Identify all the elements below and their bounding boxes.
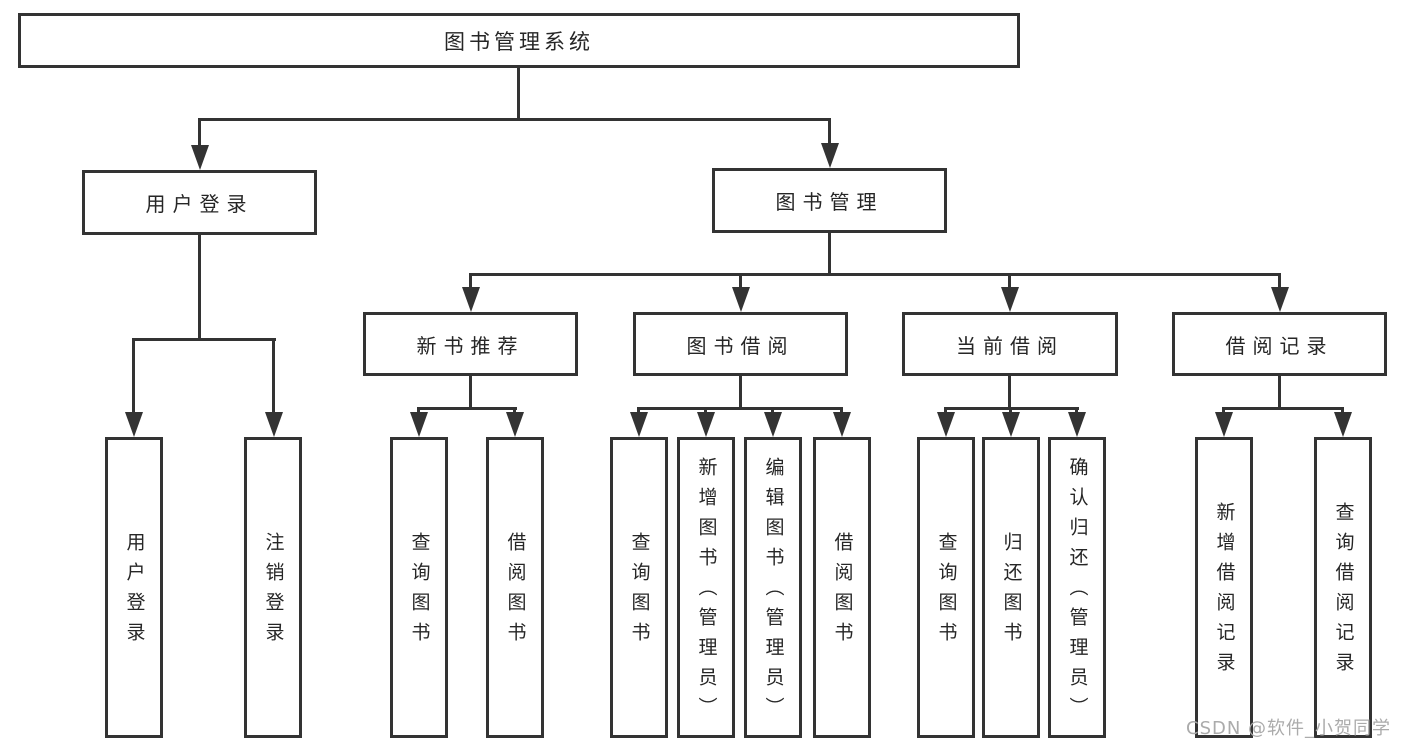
node-root: 图书管理系统	[18, 13, 1020, 68]
connector-line	[840, 407, 843, 415]
arrowhead-icon	[409, 412, 428, 437]
arrowhead-icon	[1067, 412, 1086, 437]
connector-line	[739, 273, 742, 289]
watermark: CSDN @软件_小贺同学	[1186, 718, 1392, 739]
leaf-borrow-books: 借阅图书	[813, 437, 871, 738]
connector-line	[944, 407, 947, 415]
connector-line	[1222, 407, 1225, 415]
connector-line	[1278, 376, 1281, 409]
arrowhead-icon	[461, 287, 480, 312]
connector-line	[739, 376, 742, 409]
connector-line	[637, 407, 640, 415]
connector-line	[771, 407, 774, 415]
leaf-label: 编辑图书（管理员）	[762, 456, 785, 727]
connector-line	[1341, 407, 1344, 415]
arrowhead-icon	[696, 412, 715, 437]
arrowhead-icon	[1214, 412, 1233, 437]
connector-line	[704, 407, 707, 415]
leaf-label: 借阅图书	[504, 531, 527, 652]
arrowhead-icon	[124, 412, 143, 437]
connector-line	[469, 376, 472, 409]
leaf-label: 查询图书	[628, 531, 651, 652]
connector-line	[828, 233, 831, 276]
arrowhead-icon	[763, 412, 782, 437]
leaf-user-login: 用户登录	[105, 437, 163, 738]
connector-line	[828, 118, 831, 146]
node-current-borrow: 当前借阅	[902, 312, 1118, 376]
connector-line	[198, 118, 201, 146]
leaf-edit-book-admin: 编辑图书（管理员）	[744, 437, 802, 738]
leaf-logout: 注销登录	[244, 437, 302, 738]
arrowhead-icon	[1001, 412, 1020, 437]
node-book-management: 图书管理	[712, 168, 947, 233]
leaf-label: 用户登录	[123, 531, 146, 652]
connector-line	[272, 338, 275, 412]
arrowhead-icon	[629, 412, 648, 437]
leaf-label: 查询借阅记录	[1332, 501, 1355, 682]
leaf-label: 确认归还（管理员）	[1066, 456, 1089, 727]
connector-line	[1009, 407, 1012, 415]
arrowhead-icon	[1000, 287, 1019, 312]
connector-line	[637, 407, 843, 410]
leaf-add-book-admin: 新增图书（管理员）	[677, 437, 735, 738]
leaf-label: 新增图书（管理员）	[695, 456, 718, 727]
connector-line	[469, 273, 472, 289]
connector-line	[517, 68, 520, 118]
arrowhead-icon	[731, 287, 750, 312]
leaf-return-book: 归还图书	[982, 437, 1040, 738]
connector-line	[198, 235, 201, 338]
arrowhead-icon	[1333, 412, 1352, 437]
connector-line	[132, 338, 276, 341]
connector-line	[417, 407, 420, 415]
arrowhead-icon	[190, 145, 209, 170]
node-book-borrow: 图书借阅	[633, 312, 848, 376]
node-new-book-recommend: 新书推荐	[363, 312, 578, 376]
leaf-label: 借阅图书	[831, 531, 854, 652]
connector-line	[469, 273, 1281, 276]
leaf-label: 注销登录	[262, 531, 285, 652]
connector-line	[1008, 376, 1011, 409]
leaf-label: 新增借阅记录	[1213, 501, 1236, 682]
arrowhead-icon	[264, 412, 283, 437]
connector-line	[417, 407, 517, 410]
arrowhead-icon	[820, 143, 839, 168]
leaf-label: 查询图书	[935, 531, 958, 652]
leaf-query-books-borrow: 查询图书	[610, 437, 668, 738]
connector-line	[1222, 407, 1344, 410]
leaf-query-books-recommend: 查询图书	[390, 437, 448, 738]
node-borrow-records: 借阅记录	[1172, 312, 1387, 376]
connector-line	[513, 407, 516, 415]
leaf-label: 归还图书	[1000, 531, 1023, 652]
leaf-label: 查询图书	[408, 531, 431, 652]
arrowhead-icon	[832, 412, 851, 437]
leaf-borrow-books-recommend: 借阅图书	[486, 437, 544, 738]
leaf-query-books-current: 查询图书	[917, 437, 975, 738]
connector-line	[1075, 407, 1078, 415]
arrowhead-icon	[1270, 287, 1289, 312]
node-user-login: 用户登录	[82, 170, 317, 235]
leaf-add-borrow-record: 新增借阅记录	[1195, 437, 1253, 738]
arrowhead-icon	[505, 412, 524, 437]
connector-line	[132, 338, 135, 412]
leaf-confirm-return-admin: 确认归还（管理员）	[1048, 437, 1106, 738]
arrowhead-icon	[936, 412, 955, 437]
leaf-query-borrow-record: 查询借阅记录	[1314, 437, 1372, 738]
connector-line	[1278, 273, 1281, 289]
connector-line	[198, 118, 831, 121]
connector-line	[1008, 273, 1011, 289]
